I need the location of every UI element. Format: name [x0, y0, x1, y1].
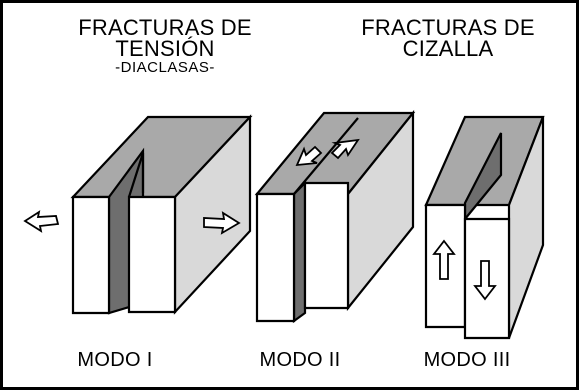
mode3-label: MODO III [423, 349, 511, 371]
mode2-left-front [255, 192, 296, 323]
shear-title-line2: CIZALLA [402, 36, 494, 61]
up-arrow-icon [432, 239, 456, 280]
mode1-right-front [127, 195, 177, 314]
tension-title-line3: -DIACLASAS- [115, 59, 215, 76]
fracture-diagram [23, 109, 545, 340]
mode2-fracture-gap [292, 180, 307, 324]
mode2-crack-trace [293, 117, 359, 195]
down-arrow-icon [473, 260, 497, 301]
mode3-block [424, 115, 545, 340]
left-arrow-icon [23, 210, 60, 233]
tension-title-line2: TENSIÓN [115, 36, 215, 61]
shear-title-line1: FRACTURAS DE [361, 15, 535, 40]
mode1-block [23, 114, 253, 315]
mode2-right-front [303, 181, 350, 310]
mode2-block [254, 109, 416, 324]
up-right-arrow-icon [330, 138, 360, 160]
down-left-arrow-icon [295, 145, 323, 167]
mode1-crack-edge [127, 152, 145, 198]
tension-fractures-title: FRACTURAS DE TENSIÓN -DIACLASAS- [61, 17, 269, 77]
right-arrow-icon [203, 211, 241, 235]
tension-title-line1: FRACTURAS DE [78, 15, 252, 40]
mode2-label: MODO II [259, 349, 341, 371]
mode1-label: MODO I [77, 349, 153, 371]
mode1-left-front [71, 195, 111, 315]
shear-fractures-title: FRACTURAS DE CIZALLA [343, 15, 553, 61]
